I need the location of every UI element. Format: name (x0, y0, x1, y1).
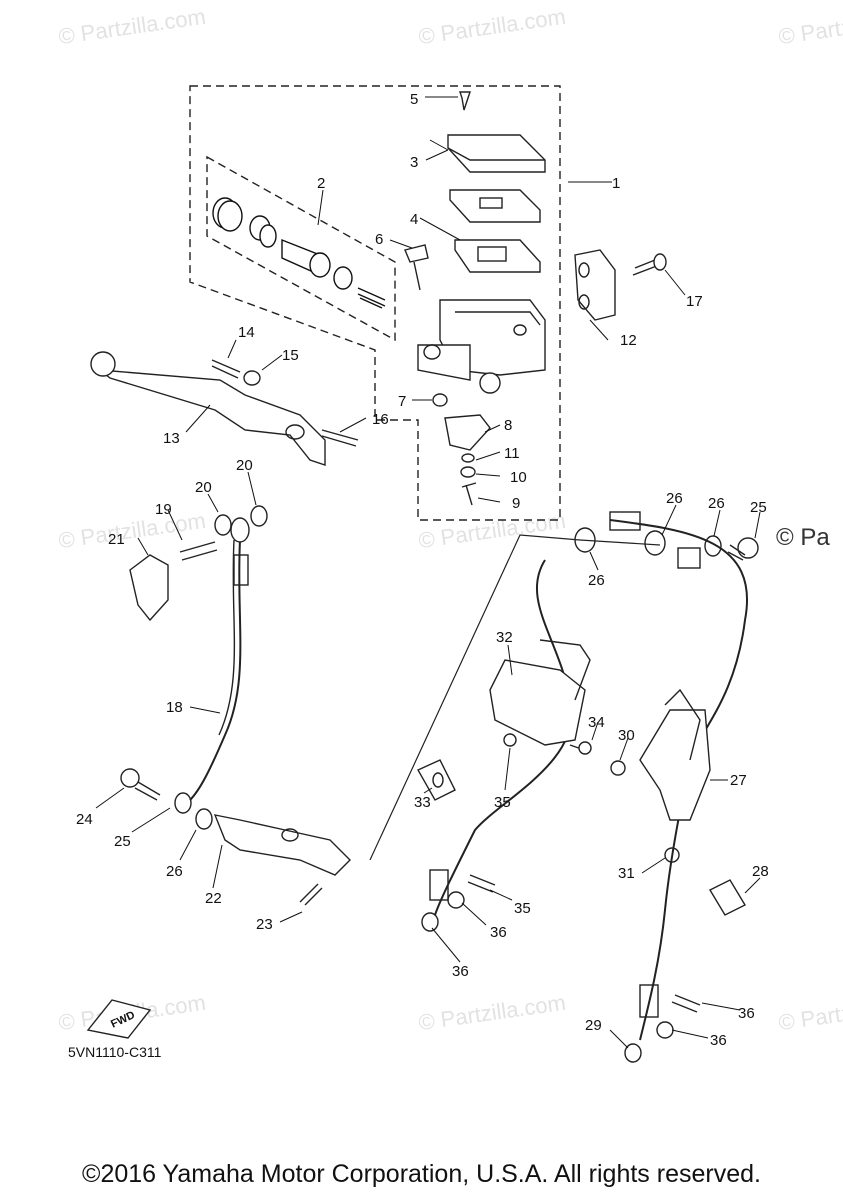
callout-30: 31 (618, 865, 635, 882)
callout-10: 10 (510, 469, 527, 486)
callout-15: 15 (282, 347, 299, 364)
piston-kit (212, 197, 386, 309)
callout-36: 29 (585, 1017, 602, 1034)
callout-11: 11 (504, 445, 520, 462)
callout-8: 8 (504, 417, 512, 434)
copyright: ©2016 Yamaha Motor Corporation, U.S.A. A… (82, 1160, 761, 1188)
callout-3: 3 (410, 154, 418, 171)
watermark-side: © Pa (776, 524, 830, 551)
callout-14: 14 (238, 324, 255, 341)
callout-20: 20 (195, 479, 212, 496)
callout-4: 4 (410, 211, 418, 228)
callout-21: 21 (108, 531, 125, 548)
callout-26: 26 (166, 863, 183, 880)
callout-16: 16 (372, 411, 389, 428)
callout-20: 20 (236, 457, 253, 474)
callout-36: 36 (452, 963, 469, 980)
callout-24: 26 (666, 490, 683, 507)
callout-13: 13 (163, 430, 180, 447)
callout-26: 26 (708, 495, 725, 512)
callout-33: 34 (588, 714, 605, 731)
callout-28: 28 (752, 863, 769, 880)
callout-27: 27 (730, 772, 747, 789)
callout-36: 36 (710, 1032, 727, 1049)
callout-32: 33 (414, 794, 431, 811)
callout-35: 36 (738, 1005, 755, 1022)
diagram-code: 5VN1110-C311 (68, 1044, 162, 1060)
callout-25: 25 (750, 499, 767, 516)
callout-34: 35 (494, 794, 511, 811)
callout-18: 18 (166, 699, 183, 716)
callout-23: 23 (256, 916, 273, 933)
callout-2: 2 (317, 175, 325, 192)
callout-35: 35 (514, 900, 531, 917)
callout-7: 7 (398, 393, 406, 410)
callout-19: 19 (155, 501, 172, 518)
callout-17: 17 (686, 293, 703, 310)
callout-22: 22 (205, 890, 222, 907)
callout-1: 1 (612, 175, 620, 192)
callout-12: 12 (620, 332, 637, 349)
callout-26: 26 (588, 572, 605, 589)
callout-6: 6 (375, 231, 383, 248)
callout-26: 25 (114, 833, 131, 850)
callout-5: 5 (410, 91, 418, 108)
callout-25: 24 (76, 811, 93, 828)
callout-31: 32 (496, 629, 513, 646)
callout-36: 36 (490, 924, 507, 941)
callout-29: 30 (618, 727, 635, 744)
callout-9: 9 (512, 495, 520, 512)
